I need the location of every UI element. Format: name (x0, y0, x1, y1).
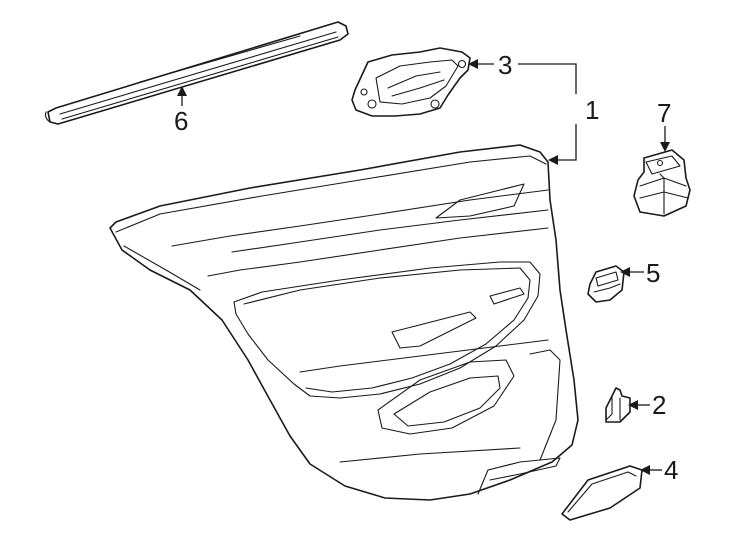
leader-lines (177, 59, 670, 475)
door-trim-panel-part (109, 144, 579, 501)
callout-4: 4 (664, 455, 678, 485)
lock-switch-part (587, 265, 625, 303)
callout-5: 5 (646, 258, 660, 288)
arrowhead-4 (640, 465, 650, 475)
leader-line-3 (518, 63, 577, 94)
callout-6: 6 (174, 106, 188, 136)
arrowhead-5 (620, 267, 630, 277)
callout-labels: 1 2 3 4 5 6 7 (174, 50, 678, 485)
callout-1: 1 (585, 95, 599, 125)
leader-line-1 (556, 124, 577, 161)
retaining-clip-part (605, 387, 631, 423)
arrowhead-1 (548, 155, 558, 165)
callout-7: 7 (657, 98, 671, 128)
arrowhead-2 (628, 400, 638, 410)
arrowhead-3 (468, 59, 478, 69)
callout-3: 3 (498, 50, 512, 80)
window-switch-part (633, 149, 691, 217)
belt-molding-part (44, 21, 349, 125)
callout-2: 2 (652, 390, 666, 420)
inside-handle-part (351, 47, 471, 117)
arrowhead-7 (660, 142, 670, 152)
arrowhead-6 (177, 86, 187, 96)
trim-pad-part (561, 465, 643, 521)
